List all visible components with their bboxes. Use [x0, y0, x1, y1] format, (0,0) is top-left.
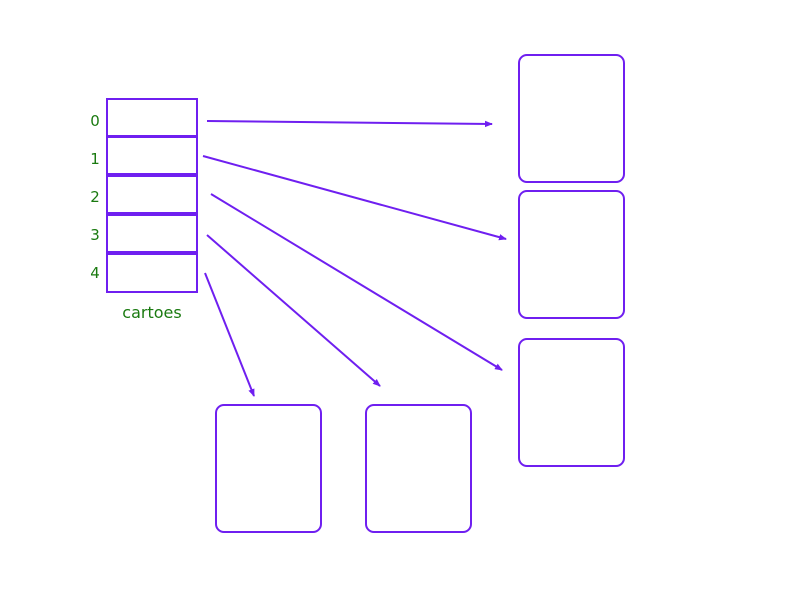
array-cell-0	[106, 98, 198, 137]
object-box	[518, 54, 625, 183]
array-index-label: 0	[90, 112, 100, 130]
object-box	[518, 190, 625, 319]
array-index-label: 2	[90, 188, 100, 206]
reference-arrow	[206, 234, 381, 387]
reference-arrows	[202, 120, 507, 397]
array-index-label: 3	[90, 226, 100, 244]
object-box	[215, 404, 322, 533]
array-cells	[106, 98, 198, 293]
reference-arrow	[204, 272, 255, 397]
array-cell-1	[106, 136, 198, 175]
object-box	[365, 404, 472, 533]
object-boxes	[215, 54, 625, 533]
array-cell-3	[106, 214, 198, 253]
array-index-label: 1	[90, 150, 100, 168]
array-name-label: cartoes	[122, 303, 181, 322]
reference-arrow	[206, 120, 493, 128]
array-cell-2	[106, 175, 198, 214]
array-index-label: 4	[90, 264, 100, 282]
reference-arrow	[210, 193, 503, 371]
array-cell-4	[106, 253, 198, 293]
array-indices: 0 1 2 3 4	[90, 112, 100, 282]
reference-arrow	[202, 155, 507, 241]
object-box	[518, 338, 625, 467]
